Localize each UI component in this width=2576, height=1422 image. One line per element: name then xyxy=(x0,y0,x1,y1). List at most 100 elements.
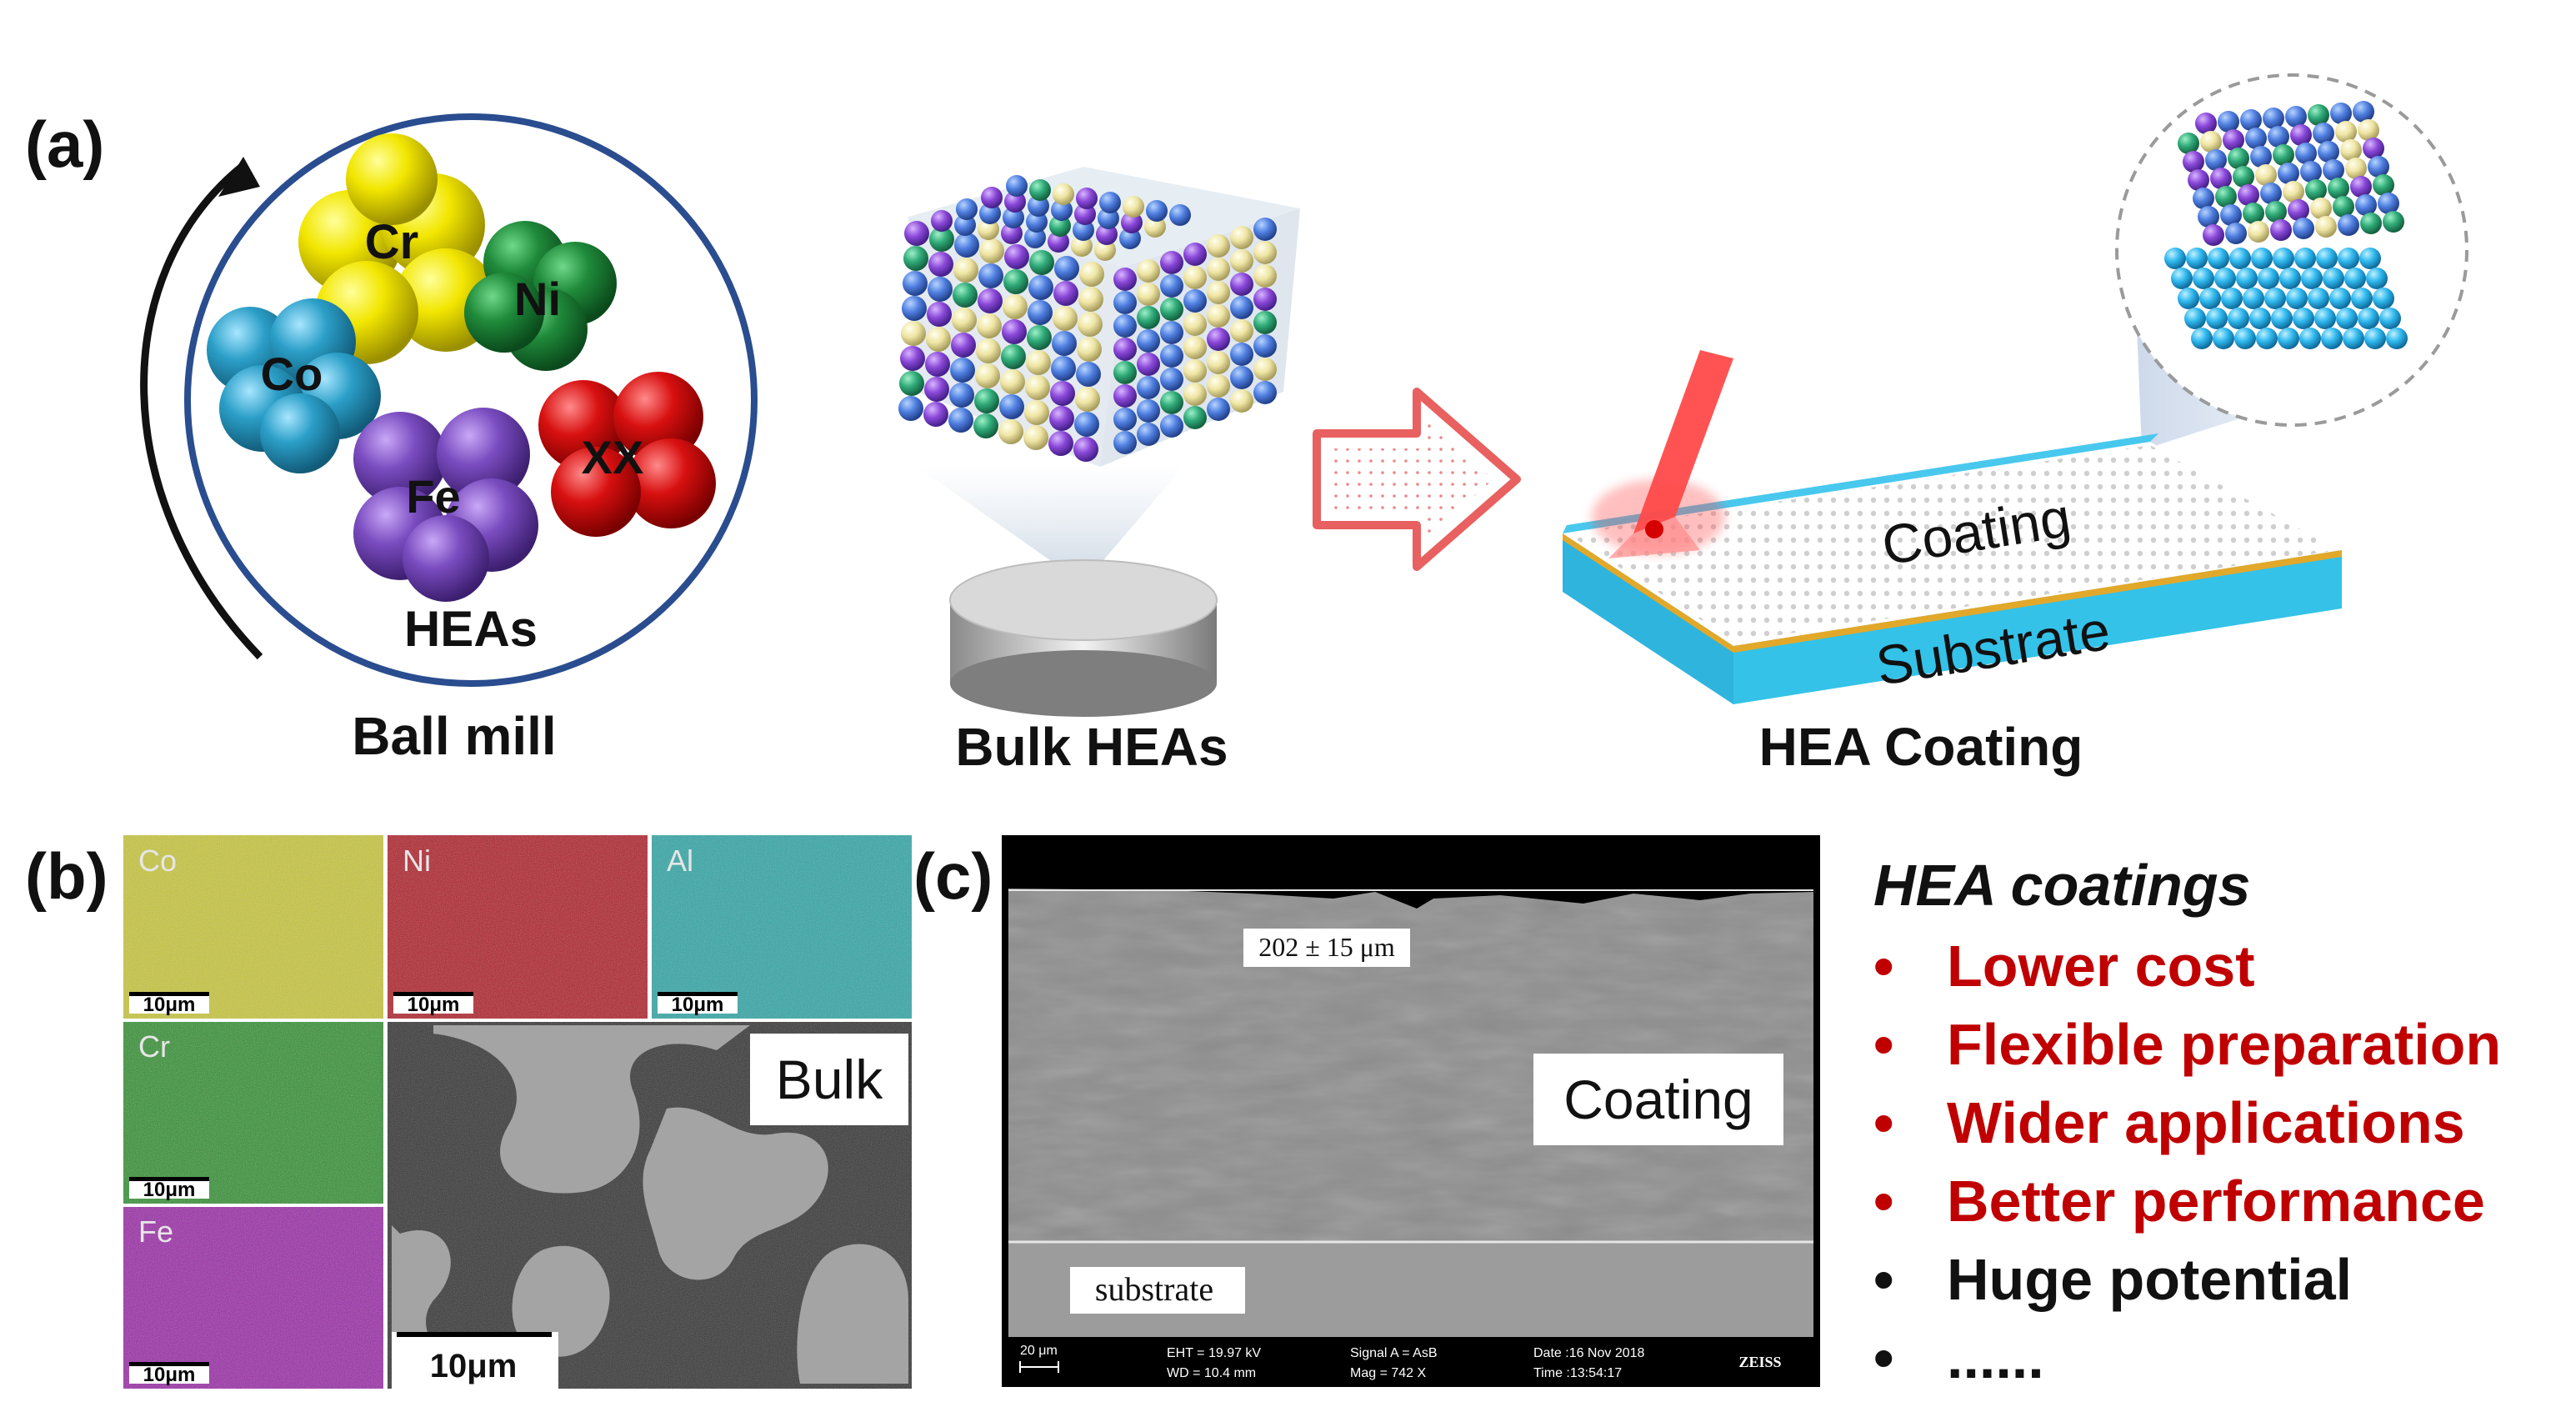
cube-atom xyxy=(1026,350,1051,375)
lattice-atom xyxy=(2214,268,2236,289)
cube-atom xyxy=(1230,296,1253,319)
sem-cross-section: 202 ± 15 μm Coating substrate 20 μm EHT … xyxy=(1002,835,1820,1387)
coating-label: Coating xyxy=(1563,1069,1753,1130)
advantages-items: •Lower cost•Flexible preparation•Wider a… xyxy=(1873,927,2565,1397)
cube-atom xyxy=(1253,381,1277,404)
lattice-atom xyxy=(2250,146,2272,168)
lattice-atom xyxy=(2270,219,2292,241)
cube-atom xyxy=(1048,431,1073,456)
sem-footer-brand: ZEISS xyxy=(1738,1354,1781,1370)
atom-cube xyxy=(898,167,1300,467)
lattice-atom xyxy=(2295,143,2317,164)
xx-atom-cluster xyxy=(538,372,716,537)
cube-atom xyxy=(954,214,976,236)
substrate-side xyxy=(1733,550,2342,704)
lattice-atom xyxy=(2379,308,2401,329)
lattice-atom xyxy=(2268,126,2289,148)
cube-atom xyxy=(1028,275,1053,300)
lattice-atom xyxy=(2373,288,2394,309)
edx-maps: Co Ni Al Cr Fe 10μm 10μm 10μm 10μm 10μm … xyxy=(123,835,912,1389)
cube-atom xyxy=(1253,288,1277,311)
lattice-atom xyxy=(2338,248,2359,269)
sem-footer: 20 μm EHT = 19.97 kV WD = 10.4 mm Signal… xyxy=(1019,1344,1782,1380)
cube-atom xyxy=(1160,368,1183,391)
fe-atom-cluster xyxy=(353,408,538,602)
element-label-fe: Fe xyxy=(406,470,460,523)
cube-atom xyxy=(1027,325,1052,350)
lattice-atom xyxy=(2171,268,2193,289)
cube-atom xyxy=(1003,207,1024,228)
panel-label-b: (b) xyxy=(25,839,108,913)
cube-atom xyxy=(1049,406,1074,431)
cube-atom xyxy=(926,327,951,352)
cube-atom xyxy=(1137,259,1160,283)
cube-atom xyxy=(1137,399,1160,423)
cube-atom xyxy=(998,419,1023,444)
lattice-atom xyxy=(2344,268,2366,289)
lattice-atom xyxy=(2338,214,2359,236)
cube-atom xyxy=(977,313,1002,338)
edx-scalebars: 10μm 10μm 10μm 10μm 10μm xyxy=(129,992,738,1386)
lattice-atom xyxy=(2286,288,2308,309)
cube-atom xyxy=(979,203,1001,224)
cube-atom xyxy=(1183,383,1207,406)
cube-atom xyxy=(973,413,998,438)
sem-footer-mag: Mag = 742 X xyxy=(1350,1366,1427,1380)
lattice-atom xyxy=(2221,288,2243,309)
cube-atom xyxy=(1098,208,1119,229)
cube-atom xyxy=(1121,212,1143,233)
element-label-co: Co xyxy=(261,348,323,400)
advantage-text: Better performance xyxy=(1947,1169,2485,1234)
edx-scale-al: 10μm xyxy=(672,994,724,1016)
sem-footer-signal: Signal A = AsB xyxy=(1350,1346,1438,1360)
lattice-atom xyxy=(2386,328,2408,349)
rotation-arrow xyxy=(140,163,263,660)
co-atom-cluster xyxy=(207,298,381,473)
cube-atom xyxy=(1094,239,1116,261)
lattice-atom xyxy=(2323,268,2344,289)
lattice-atom xyxy=(2164,248,2186,269)
advantages-list: HEA coatings •Lower cost•Flexible prepar… xyxy=(1873,852,2565,1397)
cube-atom xyxy=(899,371,924,396)
lattice-atom xyxy=(2330,103,2352,124)
lattice-atom xyxy=(2265,201,2287,223)
sem-footer-eht: EHT = 19.97 kV xyxy=(1167,1346,1261,1360)
bullet-icon: • xyxy=(1873,934,1894,999)
cube-atom xyxy=(1253,241,1277,264)
cube-atom xyxy=(1076,362,1101,387)
cube-atom xyxy=(1074,412,1099,437)
lattice-atom xyxy=(2251,248,2273,269)
cube-atom xyxy=(1137,306,1160,329)
lattice-atom xyxy=(2318,141,2339,163)
cube-atom xyxy=(1253,218,1277,241)
edx-scale-fe: 10μm xyxy=(143,1364,196,1386)
panel-label-c: (c) xyxy=(913,839,993,913)
cube-atom xyxy=(1183,359,1207,383)
lattice-atom xyxy=(2383,211,2404,233)
cube-atom xyxy=(1230,389,1253,413)
advantage-item: •...... xyxy=(1873,1319,2565,1397)
lattice-atom xyxy=(2336,308,2358,329)
sem-footer-time: Time :13:54:17 xyxy=(1533,1366,1622,1380)
cube-atom xyxy=(927,302,952,327)
lattice-atom xyxy=(2218,111,2239,133)
coating-edge-front xyxy=(1563,533,1733,653)
lattice-atom xyxy=(2178,133,2199,154)
cube-atom xyxy=(1169,204,1191,226)
cube-atom xyxy=(952,308,977,333)
cube-atom xyxy=(949,383,974,408)
cube-atom xyxy=(1001,223,1023,244)
edx-element-labels: Co Ni Al Cr Fe xyxy=(138,844,693,1249)
cube-atom xyxy=(1004,244,1029,269)
edx-label-cr: Cr xyxy=(138,1029,170,1064)
ni-atom-cluster xyxy=(464,221,617,371)
advantage-item: • Flexible preparation xyxy=(1873,1005,2565,1084)
cube-atom xyxy=(923,402,948,427)
advantage-text: Flexible preparation xyxy=(1947,1012,2502,1077)
cube-atom xyxy=(1048,231,1069,253)
lattice-atom xyxy=(2363,138,2384,159)
element-label-ni: Ni xyxy=(514,273,561,325)
cube-atom xyxy=(898,396,923,421)
bullet-icon: • xyxy=(1873,1012,1894,1077)
cube-atom xyxy=(956,198,978,220)
